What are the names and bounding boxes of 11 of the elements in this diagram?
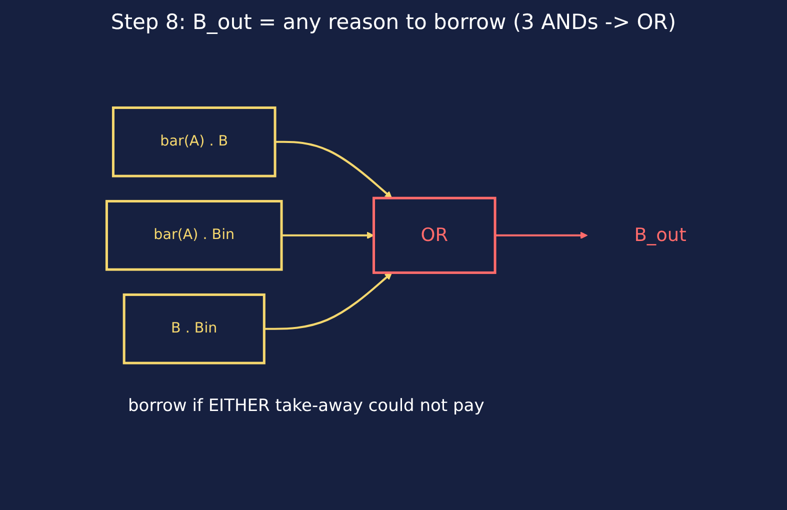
node-text: B_out — [634, 224, 686, 246]
node-box: bar(A) . B — [112, 106, 276, 177]
arrow — [264, 272, 392, 330]
arrow — [495, 231, 588, 239]
arrow — [275, 140, 392, 198]
arrow — [282, 231, 374, 239]
note-text: borrow if EITHER take-away could not pay — [128, 396, 484, 416]
node-box: OR — [372, 196, 496, 274]
node-box: B . Bin — [122, 293, 266, 364]
diagram-title: Step 8: B_out = any reason to borrow (3 ANDs -> OR) — [110, 10, 678, 34]
node-box: bar(A) . Bin — [105, 200, 283, 270]
